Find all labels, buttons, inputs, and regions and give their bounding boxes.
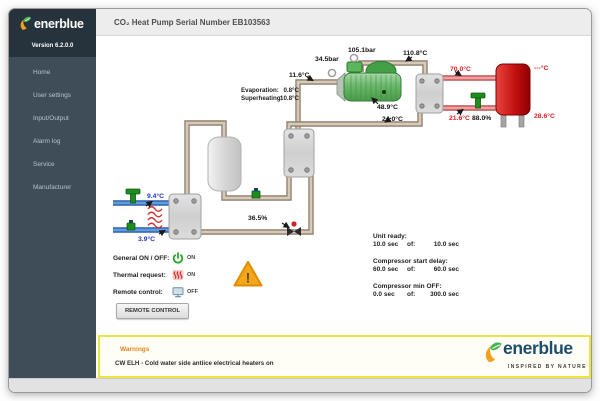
gas-cooler-heat-exchanger (415, 73, 444, 114)
footer-leaf-icon (482, 340, 503, 370)
timer-title: Compressor min OFF: (373, 283, 442, 290)
sidebar: enerblue Version 6.2.0.0 Home User setti… (9, 9, 96, 378)
expansion-valve-opening-label: 36.5% (248, 215, 267, 222)
general-on-off-row: General ON / OFF: ON (113, 251, 198, 265)
control-panel: General ON / OFF: ON Thermal request: ON (113, 251, 198, 302)
timer-of-label: of: (407, 266, 416, 273)
sidebar-item-user-settings[interactable]: User settings (33, 92, 71, 99)
hot-water-pipes (441, 75, 498, 111)
superheating-label: Superheating: (241, 95, 283, 102)
thermal-request-row: Thermal request: ON (113, 268, 198, 282)
sidebar-item-input-output[interactable]: Input/Output (33, 115, 69, 122)
timer-current: 60.0 sec (373, 266, 399, 273)
app-version: Version 6.2.0.0 (31, 43, 74, 49)
gas-cooler-outlet-temp-label: 24.0°C (382, 115, 403, 123)
timer-total: 60.0 sec (433, 266, 459, 273)
compressor-discharge-temp-label: 48.9°C (377, 103, 398, 111)
window-bottom-strip (9, 378, 591, 392)
footer-tagline: INSPIRED BY NATURE (508, 364, 587, 370)
app-window: enerblue Version 6.2.0.0 Home User setti… (8, 8, 592, 393)
general-on-off-label: General ON / OFF: (113, 254, 170, 262)
expansion-valve[interactable] (287, 221, 301, 236)
timer-total: 300.0 sec (430, 291, 459, 298)
remote-control-status: OFF (187, 289, 198, 295)
heat-waves-icon[interactable] (171, 269, 184, 282)
compressor-start-delay-timer: Compressor start delay: 60.0 sec of: 60.0 … (373, 258, 459, 274)
timer-current: 10.0 sec (373, 241, 399, 248)
sidebar-logo: enerblue (18, 16, 84, 31)
remote-control-label: Remote control: (113, 288, 163, 296)
heat-pump-diagram: ! 105.1bar 110.8°C 34.5bar 11.6°C Evapor… (113, 47, 555, 287)
thermal-request-status: ON (187, 272, 196, 278)
remote-control-button[interactable]: REMOTE CONTROL (116, 303, 190, 319)
remote-control-row: Remote control: OFF (113, 285, 198, 299)
header-bar: CO₂ Heat Pump Serial Number EB103563 (96, 9, 591, 36)
timer-title: Compressor start delay: (373, 258, 448, 265)
hot-water-tank (495, 63, 531, 128)
suction-temp-label: 11.6°C (289, 71, 310, 79)
thermal-request-label: Thermal request: (113, 271, 166, 279)
sidebar-item-home[interactable]: Home (33, 69, 51, 76)
unit-ready-timer: Unit ready: 10.0 sec of: 10.0 sec (373, 233, 459, 249)
discharge-temp-label: 110.8°C (403, 49, 427, 57)
timer-of-label: of: (407, 241, 416, 248)
hot-supply-temp-label: 70.0°C (450, 65, 471, 73)
sidebar-item-manufacturer[interactable]: Manufacturer (33, 184, 72, 191)
hot-valve-opening-label: 88.0% (472, 115, 491, 122)
warnings-bar: Warnings CW ELH - Cold water side antiic… (98, 335, 591, 378)
timer-of-label: of: (407, 291, 416, 298)
hot-setpoint-temp-label: ---°C (534, 64, 549, 72)
warning-triangle-icon[interactable]: ! (233, 261, 263, 287)
cold-outlet-sensor (126, 220, 136, 231)
cold-inlet-temp-label: 9.4°C (147, 192, 164, 200)
sidebar-item-alarm-log[interactable]: Alarm log (33, 138, 61, 145)
hot-return-temp-label: 21.6°C (449, 114, 470, 122)
internal-heat-exchanger (283, 128, 315, 178)
hot-water-valve[interactable] (470, 92, 486, 109)
cold-inlet-valve[interactable] (125, 188, 141, 204)
timer-panel: Unit ready: 10.0 sec of: 10.0 sec Compress… (373, 233, 459, 308)
suction-pressure-label: 34.5bar (315, 56, 339, 63)
warnings-title: Warnings (120, 346, 150, 353)
power-icon[interactable] (171, 252, 184, 265)
compressor-min-off-timer: Compressor min OFF: 0.0 sec of: 300.0 sec (373, 283, 459, 299)
label-arrows (145, 55, 464, 237)
superheating-value: 10.8°C (280, 95, 300, 102)
compressor (336, 61, 402, 102)
evaporation-value: 0.8°C (283, 87, 299, 94)
warning-message: CW ELH - Cold water side antiice electri… (115, 360, 274, 367)
sidebar-header: enerblue Version 6.2.0.0 (9, 9, 96, 57)
cold-outlet-temp-label: 3.9°C (138, 235, 155, 243)
tank-bottom-temp-label: 28.6°C (534, 112, 555, 120)
footer-brand: enerblue (503, 338, 573, 358)
receiver-line-valve[interactable] (251, 188, 261, 199)
sidebar-logo-text: enerblue (34, 16, 84, 31)
general-on-off-status: ON (187, 255, 196, 261)
liquid-receiver (207, 136, 242, 192)
sidebar-menu: Home User settings Input/Output Alarm lo… (9, 61, 96, 199)
timer-current: 0.0 sec (373, 291, 395, 298)
timer-title: Unit ready: (373, 233, 407, 240)
evaporator-heat-exchanger (168, 193, 202, 240)
monitor-icon[interactable] (171, 286, 184, 299)
discharge-pressure-sensor (349, 53, 359, 63)
enerblue-leaf-icon (20, 16, 32, 30)
suction-pressure-sensor (327, 68, 337, 78)
svg-text:!: ! (246, 270, 251, 286)
sidebar-item-service[interactable]: Service (33, 161, 55, 168)
electric-heater-icon (147, 206, 163, 229)
discharge-pressure-label: 105.1bar (348, 47, 376, 54)
page-title: CO₂ Heat Pump Serial Number EB103563 (114, 17, 271, 27)
timer-total: 10.0 sec (433, 241, 459, 248)
evaporation-label: Evaporation: (241, 87, 279, 94)
